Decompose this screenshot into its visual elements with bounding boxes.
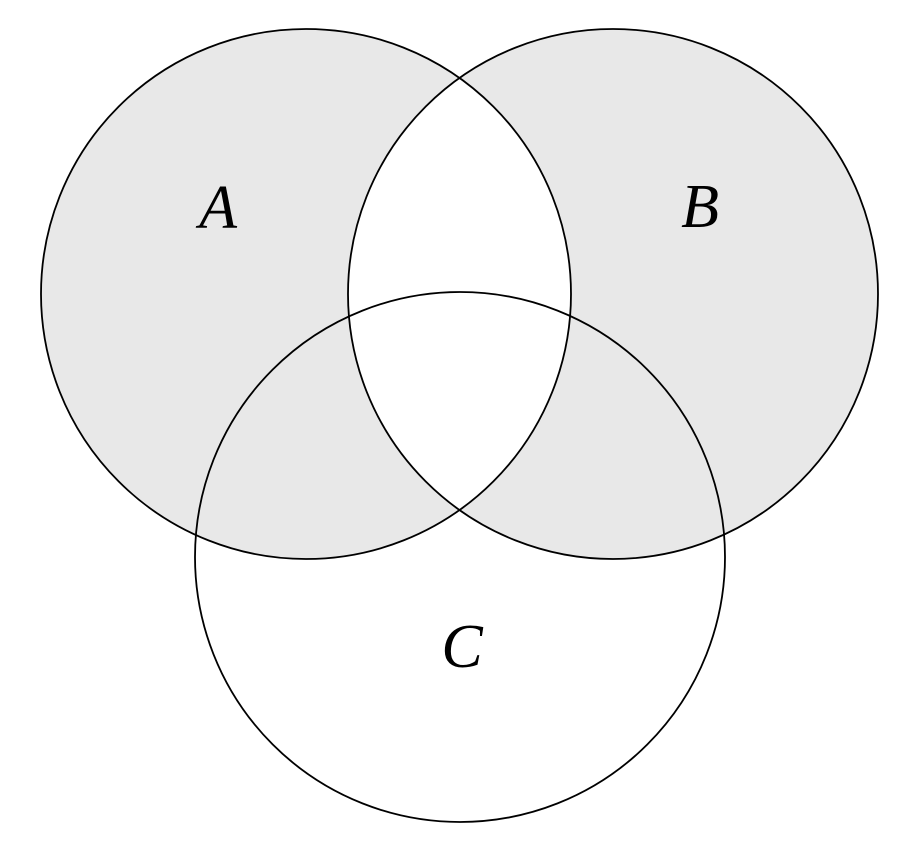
- set-label-c: C: [441, 613, 483, 681]
- circle-a-outline: [40, 28, 572, 560]
- circle-c-outline: [194, 291, 726, 823]
- set-label-a: A: [195, 174, 238, 242]
- circle-b-outline: [347, 28, 879, 560]
- set-label-b: B: [681, 173, 719, 241]
- shaded-region-a-xor-b: [41, 29, 878, 559]
